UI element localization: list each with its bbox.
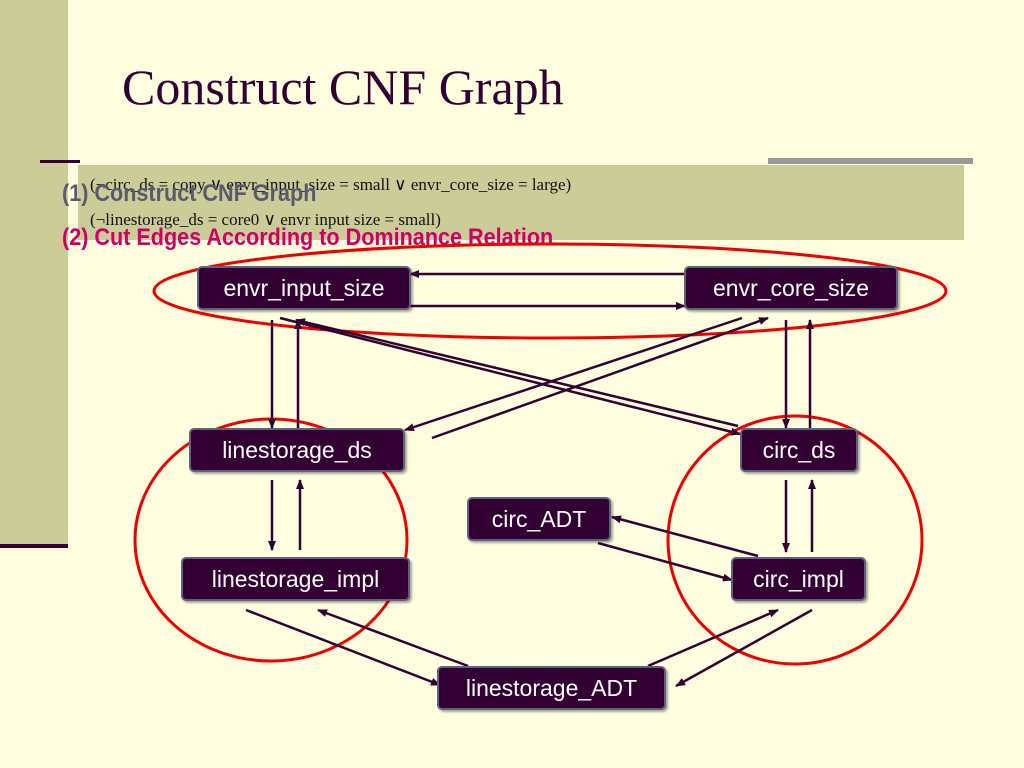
highlight-ellipse-right [666, 414, 924, 666]
node-envr-input-size: envr_input_size [197, 266, 411, 310]
slide-title: Construct CNF Graph [122, 59, 564, 115]
node-circ-ds: circ_ds [740, 428, 858, 472]
edge-lsimpl-to-lsadt [245, 608, 441, 687]
formula-clause-1: (¬circ_ds = copy ∨ envr_input_size = sma… [90, 175, 572, 194]
left-accent-bar [0, 0, 68, 547]
node-circ-adt: circ_ADT [467, 497, 611, 541]
edge-input-to-circds [279, 316, 741, 436]
edge-circimpl-to-circadt [611, 515, 759, 558]
edge-circadt-to-circimpl [597, 541, 733, 582]
edge-lsadt-to-lsimpl [317, 608, 469, 668]
edge-circimpl-to-lsadt [675, 608, 813, 688]
edge-lsds-to-core [431, 316, 769, 440]
left-bar-rule [0, 544, 68, 548]
title-rule-right [768, 158, 973, 164]
node-linestorage-ds: linestorage_ds [189, 428, 405, 472]
node-envr-core-size: envr_core_size [684, 266, 898, 310]
edge-core-to-lsds [404, 316, 743, 432]
edge-circds-to-input [295, 318, 739, 428]
node-linestorage-impl: linestorage_impl [181, 557, 410, 601]
highlight-ellipse-top [152, 242, 948, 340]
step-2: (2) Cut Edges According to Dominance Rel… [62, 224, 554, 251]
edge-lsadt-to-circimpl [647, 608, 779, 668]
node-circ-impl: circ_impl [731, 557, 866, 601]
node-linestorage-adt: linestorage_ADT [437, 666, 666, 710]
step-1: (1) Construct CNF Graph [62, 180, 317, 207]
formula-box [78, 165, 964, 240]
title-rule-left [40, 160, 80, 163]
formula-clause-2: (¬linestorage_ds = core0 ∨ envr input si… [90, 210, 441, 229]
